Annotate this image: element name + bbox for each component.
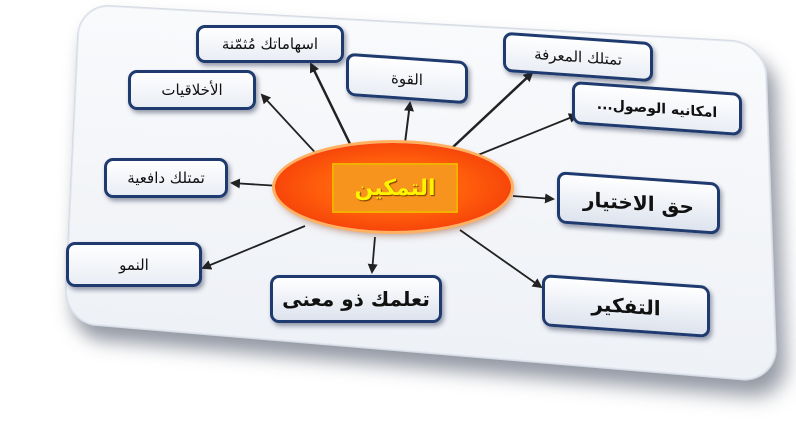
node-motivation: تمتلك دافعية <box>104 158 228 198</box>
node-meaningful-learning: تعلمك ذو معنى <box>270 275 442 323</box>
node-growth: النمو <box>66 242 202 287</box>
arrow-to-power <box>405 103 410 143</box>
arrow-to-ethics <box>262 95 322 160</box>
arrow-to-growth <box>203 226 305 268</box>
node-ethics: الأخلاقيات <box>128 70 256 110</box>
arrow-to-motivation <box>232 183 280 186</box>
node-contributions: اسهاماتك مُثمّنة <box>196 25 344 63</box>
arrow-to-thinking <box>460 230 541 287</box>
arrow-to-access <box>478 115 577 155</box>
arrow-to-choice <box>513 196 553 199</box>
node-power: القوة <box>346 53 468 105</box>
arrow-to-meaningful-learning <box>372 237 375 272</box>
center-label: التمكين <box>332 163 458 213</box>
